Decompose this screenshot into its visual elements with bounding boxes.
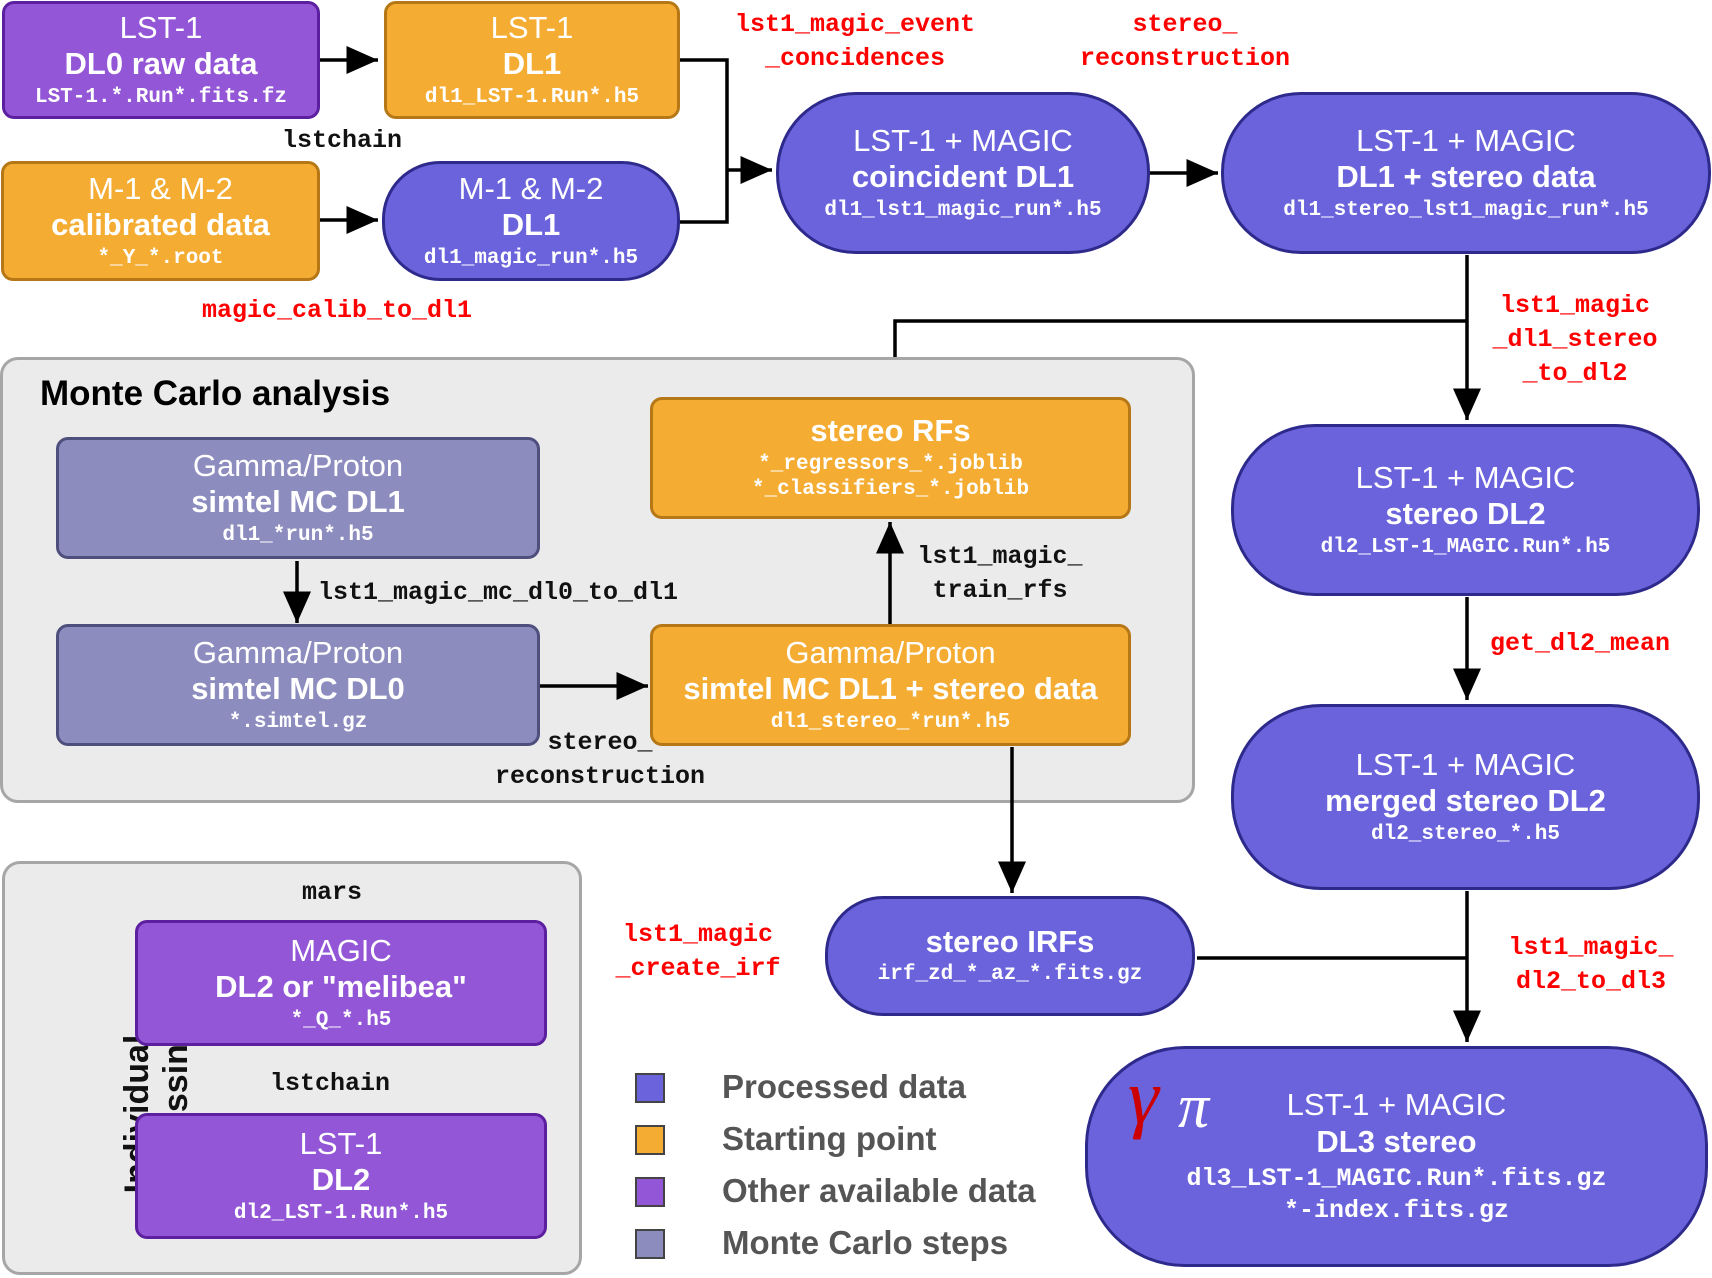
line-magic-dl1-merge: [680, 170, 729, 224]
magic-calibrated-data-box: M-1 & M-2 calibrated data *_Y_*.root: [1, 161, 320, 281]
cmd-train-rfs: lst1_magic_ train_rfs: [917, 542, 1083, 605]
mc-simtel-dl1-box: Gamma/Proton simtel MC DL1 dl1_*run*.h5: [56, 437, 540, 559]
cmd-lstchain: lstchain: [282, 126, 403, 155]
lst1-dl1-box: LST-1 DL1 dl1_LST-1.Run*.h5: [384, 1, 680, 119]
coincident-dl1-box: LST-1 + MAGIC coincident DL1 dl1_lst1_ma…: [776, 92, 1150, 254]
mc-simtel-dl0-box: Gamma/Proton simtel MC DL0 *.simtel.gz: [56, 624, 540, 746]
stereo-dl1-box: LST-1 + MAGIC DL1 + stereo data dl1_ster…: [1221, 92, 1711, 254]
stereo-irfs-box: stereo IRFs irf_zd_*_az_*.fits.gz: [825, 896, 1195, 1016]
magic-dl1-box: M-1 & M-2 DL1 dl1_magic_run*.h5: [382, 161, 680, 281]
gamma-glyph: γ: [1128, 1053, 1159, 1140]
legend-label-other: Other available data: [722, 1172, 1036, 1209]
legend-label-mc: Monte Carlo steps: [722, 1224, 1009, 1261]
gammapy-logo: γ π: [1128, 1052, 1238, 1142]
cmd-stereo-reconstruction: stereo_ reconstruction: [1079, 10, 1291, 73]
mc-stereo-data-box: Gamma/Proton simtel MC DL1 + stereo data…: [650, 624, 1131, 746]
cmd-mc-dl0-to-dl1: lst1_magic_mc_dl0_to_dl1: [318, 578, 679, 607]
merged-stereo-dl2-box: LST-1 + MAGIC merged stereo DL2 dl2_ster…: [1231, 704, 1700, 890]
legend-swatch-processed: [635, 1073, 665, 1103]
legend-label-processed: Processed data: [722, 1068, 966, 1105]
dl3-stereo-box: LST-1 + MAGIC DL3 stereo dl3_LST-1_MAGIC…: [1085, 1046, 1708, 1267]
legend-swatch-other: [635, 1177, 665, 1207]
cmd-lstchain-individual: lstchain: [270, 1069, 391, 1098]
stereo-dl2-box: LST-1 + MAGIC stereo DL2 dl2_LST-1_MAGIC…: [1231, 424, 1700, 596]
cmd-create-irf: lst1_magic _create_irf: [615, 920, 781, 983]
legend-swatch-starting: [635, 1125, 665, 1155]
magic-dl2-melibea-box: MAGIC DL2 or "melibea" *_Q_*.h5: [135, 920, 547, 1046]
lst1-dl2-box: LST-1 DL2 dl2_LST-1.Run*.h5: [135, 1113, 547, 1239]
cmd-dl1-stereo-to-dl2: lst1_magic _dl1_stereo _to_dl2: [1492, 291, 1658, 388]
cmd-event-coincidences: lst1_magic_event _concidences: [734, 10, 976, 73]
lst1-dl0-raw-data-box: LST-1 DL0 raw data LST-1.*.Run*.fits.fz: [2, 1, 320, 119]
cmd-mc-stereo-reconstruction: stereo_ reconstruction: [494, 728, 706, 791]
pi-glyph: π: [1178, 1073, 1210, 1141]
stereo-rfs-box: stereo RFs *_regressors_*.joblib *_class…: [650, 397, 1131, 519]
cmd-magic-calib-to-dl1: magic_calib_to_dl1: [202, 296, 473, 325]
cmd-dl2-to-dl3: lst1_magic_ dl2_to_dl3: [1508, 933, 1674, 996]
legend-swatch-mc: [635, 1229, 665, 1259]
monte-carlo-panel-title: Monte Carlo analysis: [40, 374, 391, 413]
cmd-mars: mars: [302, 878, 363, 907]
cmd-get-dl2-mean: get_dl2_mean: [1490, 629, 1671, 658]
line-lst-dl1-merge: [680, 58, 729, 170]
line-branch-to-mc: [893, 319, 1467, 357]
legend-label-starting: Starting point: [722, 1120, 937, 1157]
